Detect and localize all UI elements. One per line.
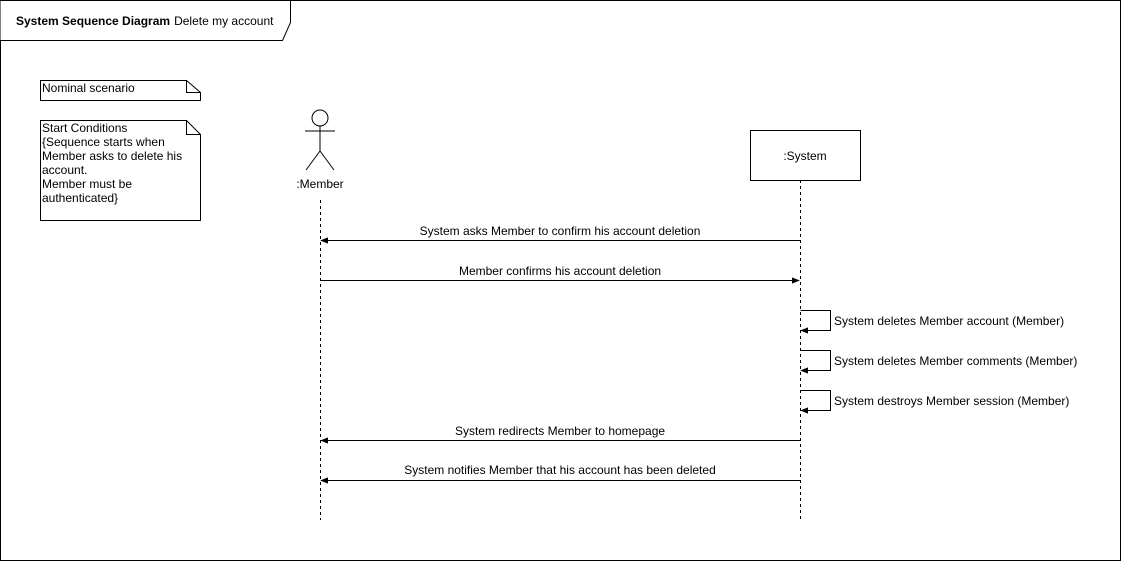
frame-title-rest: Delete my account <box>174 14 274 28</box>
member-label: :Member <box>296 177 343 191</box>
start-conditions-line-4: account. <box>42 163 87 177</box>
message-label-5: System destroys Member session (Member) <box>834 394 1069 408</box>
start-conditions-note <box>40 120 201 221</box>
start-conditions-line-1: Start Conditions <box>42 121 127 135</box>
member-actor-icon <box>305 109 335 171</box>
message-label-1: System asks Member to confirm his accoun… <box>420 224 701 238</box>
frame-title: System Sequence Diagram Delete my account <box>16 14 274 28</box>
scenario-note <box>40 80 201 101</box>
frame-title-tab <box>0 0 291 41</box>
message-label-2: Member confirms his account deletion <box>459 264 661 278</box>
frame-title-bold: System Sequence Diagram <box>16 14 170 28</box>
start-conditions-line-5: Member must be <box>42 177 132 191</box>
start-conditions-note-fold <box>186 120 201 135</box>
start-conditions-line-3: Member asks to delete his <box>42 149 182 163</box>
self-message-arrow-3 <box>800 310 831 334</box>
system-label: :System <box>783 149 826 163</box>
start-conditions-line-2: {Sequence starts when <box>42 135 165 149</box>
self-message-arrow-4 <box>800 350 831 374</box>
message-label-6: System redirects Member to homepage <box>455 424 665 438</box>
message-label-7: System notifies Member that his account … <box>404 463 716 477</box>
message-label-3: System deletes Member account (Member) <box>834 314 1064 328</box>
self-message-arrow-5 <box>800 390 831 414</box>
system-box <box>750 130 861 181</box>
message-label-4: System deletes Member comments (Member) <box>834 354 1077 368</box>
scenario-note-text: Nominal scenario <box>42 81 135 95</box>
scenario-note-fold <box>186 80 201 93</box>
start-conditions-line-6: authenticated} <box>42 191 118 205</box>
